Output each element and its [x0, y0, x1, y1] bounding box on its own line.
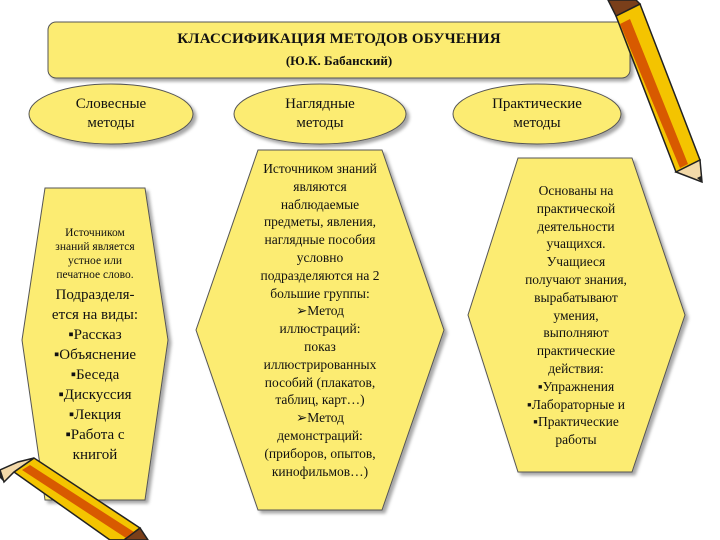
- oval-visual-label: Наглядные методы: [285, 96, 355, 131]
- oval-practical: [452, 83, 622, 145]
- diagram-author: (Ю.К. Бабанский): [285, 53, 393, 68]
- pencil-bottom-left-icon: [0, 457, 149, 540]
- oval-visual: [233, 83, 407, 145]
- verbal-methods-text: Источником знаний является устное или пе…: [30, 226, 160, 465]
- oval-practical-label: Практические методы: [492, 96, 582, 131]
- hex-verbal: [21, 187, 169, 501]
- oval-verbal-label: Словесные методы: [75, 96, 147, 131]
- verbal-types-list: Подразделя- ется на виды: ▪Рассказ ▪Объя…: [51, 287, 139, 463]
- diagram-title: КЛАССИФИКАЦИЯ МЕТОДОВ ОБУЧЕНИЯ: [177, 31, 501, 47]
- hex-practical: [467, 157, 686, 473]
- visual-methods-text: Источником знаний являются наблюдаемые п…: [260, 161, 380, 479]
- hex-visual: [195, 149, 445, 511]
- verbal-description: Источником знаний является устное или пе…: [55, 227, 135, 281]
- pencil-top-right-icon: [607, 0, 703, 184]
- oval-verbal: [28, 83, 194, 145]
- title-box: КЛАССИФИКАЦИЯ МЕТОДОВ ОБУЧЕНИЯ (Ю.К. Баб…: [48, 22, 630, 78]
- practical-methods-text: Основаны на практической деятельности уч…: [525, 183, 627, 448]
